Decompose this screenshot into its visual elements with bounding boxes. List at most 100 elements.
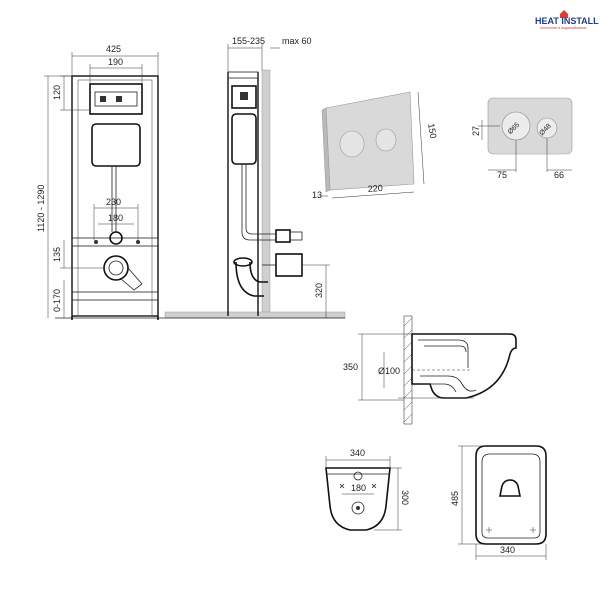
drain-elbow-side — [235, 261, 264, 297]
frame-top — [227, 71, 259, 79]
drain-outlet-side — [233, 257, 253, 267]
water-inlet-hole — [353, 471, 363, 481]
drain-hole-center — [356, 506, 360, 510]
dim-label: 13 — [312, 190, 322, 200]
bowl-top-inner — [481, 453, 541, 539]
bowl-back-outline — [325, 467, 391, 531]
brand-tagline: отопление и водоснабжение — [540, 26, 586, 30]
dim-label: 220 — [367, 183, 383, 194]
bowl-trap — [420, 375, 477, 392]
dim-label: 150 — [426, 123, 438, 140]
dim-label: 350 — [343, 362, 358, 372]
dimension-13: 13 — [312, 190, 328, 200]
flush-plate-edge — [321, 107, 331, 193]
flush-button-large — [339, 130, 365, 158]
seat-hinge — [499, 479, 521, 497]
flush-button-small — [375, 128, 397, 152]
dimension-180: 180 — [98, 213, 134, 225]
dim-label: 155-235 — [232, 36, 265, 46]
dimension-max-60: max 60 — [270, 36, 312, 49]
dim-label: 300 — [400, 490, 410, 505]
flush-plate-front: Ø65 Ø48 27 75 66 — [471, 97, 573, 180]
drain-outlet — [103, 255, 129, 281]
dim-label: 180 — [108, 213, 123, 223]
dimension-340-back: 340 — [325, 448, 391, 468]
dimension-1120-1290: 1120 - 1290 — [36, 75, 72, 318]
drain-outlet-inner — [108, 260, 124, 276]
inlet-connector — [289, 231, 303, 241]
dimension-230: 230 — [93, 197, 139, 240]
bowl-side-view: 350 Ø100 — [343, 315, 517, 425]
bolt-hole-icon — [339, 483, 345, 489]
dimension-155-235: 155-235 — [227, 36, 265, 72]
dimension-27: 27 — [471, 120, 500, 140]
dimension-135: 135 — [52, 240, 104, 269]
frame-crossbar — [71, 237, 159, 247]
dim-label: 190 — [108, 57, 123, 67]
dim-label: 135 — [52, 247, 62, 262]
flush-mechanism-icon — [100, 96, 106, 102]
frame-foot — [71, 291, 159, 301]
dimension-120: 120 — [52, 75, 90, 111]
house-icon — [560, 10, 568, 18]
dimension-190: 190 — [89, 57, 143, 84]
bolt-hole-icon — [371, 483, 377, 489]
drain-elbow — [119, 267, 143, 291]
flush-plate — [325, 91, 415, 191]
dim-label: 320 — [314, 283, 324, 298]
inlet-connector — [275, 229, 291, 243]
dimension-150: 150 — [417, 91, 438, 185]
dim-label: 0-170 — [52, 289, 62, 312]
floor-section — [164, 311, 346, 319]
dim-label: 1120 - 1290 — [36, 185, 46, 232]
dim-label: max 60 — [282, 36, 312, 46]
front-view: 425 190 120 1120 - 1290 230 180 — [36, 44, 165, 320]
wall-section — [261, 69, 271, 319]
bowl-trap — [420, 383, 457, 393]
dim-label: 425 — [106, 44, 121, 54]
flush-plate-perspective: 150 220 13 — [312, 91, 438, 200]
bowl-back-view: 340 180 300 — [325, 448, 410, 531]
flush-pipe-side — [245, 164, 276, 235]
dimension-425: 425 — [71, 44, 159, 76]
bowl-top-outline — [475, 445, 547, 545]
bowl-top-view: 485 340 — [450, 445, 547, 560]
brand-name: HEAT INSTALL — [535, 16, 599, 26]
bolt-icon — [94, 240, 98, 244]
side-view: 155-235 max 60 320 — [164, 36, 346, 319]
dimension-300: 300 — [374, 467, 410, 531]
dimension-0-170: 0-170 — [52, 280, 65, 318]
dimension-180-back: 180 — [342, 483, 374, 495]
dim-label: 340 — [350, 448, 365, 458]
bowl-outline — [411, 333, 517, 399]
dim-label: 340 — [500, 545, 515, 555]
flush-button-recess — [94, 91, 138, 107]
dim-label: 485 — [450, 491, 460, 506]
dimension-320: 320 — [302, 264, 330, 318]
dim-label: 75 — [497, 170, 507, 180]
valve-block — [231, 85, 257, 109]
dimension-485: 485 — [450, 445, 486, 545]
dimension-350: 350 — [343, 333, 412, 401]
dimension-d100: Ø100 — [378, 352, 400, 388]
flush-mechanism-icon — [116, 96, 122, 102]
dim-label: 66 — [554, 170, 564, 180]
drain-elbow-side — [249, 261, 268, 283]
dim-label: 27 — [471, 126, 481, 136]
cistern-side — [231, 113, 257, 165]
valve-icon — [240, 92, 248, 100]
bowl-inner — [424, 345, 467, 353]
flush-pipe-side — [241, 164, 276, 241]
drain-connector — [275, 253, 303, 277]
dimension-66: 66 — [546, 138, 572, 180]
dim-label: 230 — [106, 197, 121, 207]
dimension-220: 220 — [331, 183, 415, 199]
bolt-icon — [136, 240, 140, 244]
dim-label: Ø100 — [378, 366, 400, 376]
dim-label: 120 — [52, 85, 62, 100]
dimension-75: 75 — [488, 140, 517, 180]
frame-inner — [77, 79, 153, 317]
bowl-inner — [418, 339, 469, 368]
water-inlet — [109, 231, 123, 245]
